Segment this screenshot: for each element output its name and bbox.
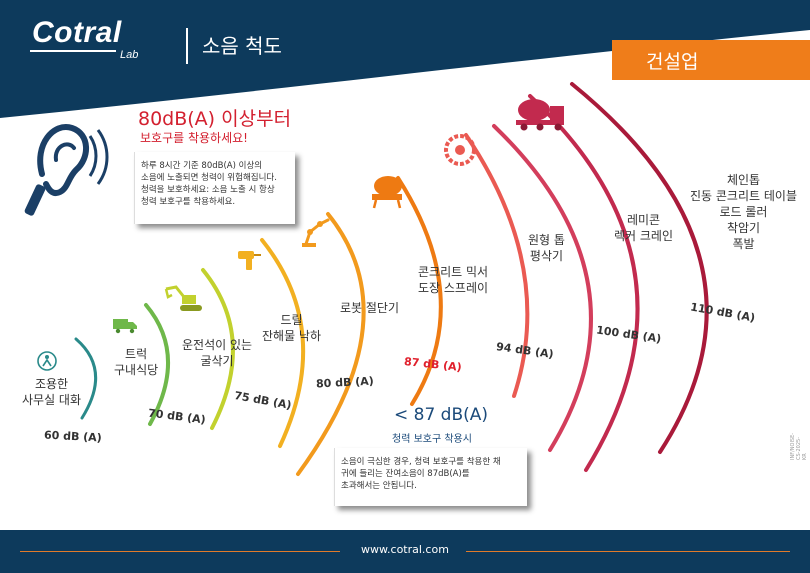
drill-icon <box>238 251 261 270</box>
header: Cotral Lab 소음 척도 <box>0 0 810 90</box>
document-code: INF/NOISE-CS-2025-KR <box>790 432 808 460</box>
level-110-line-3: 로드 롤러 <box>719 205 768 219</box>
level-label-80: 드릴 잔해물 낙하 <box>262 312 321 344</box>
level-75-line-1: 운전석이 있는 <box>182 338 253 352</box>
page-title: 소음 척도 <box>202 34 282 58</box>
level-110-line-1: 체인톱 <box>726 173 761 187</box>
level-75-line-2: 굴삭기 <box>200 354 234 368</box>
level-110-line-5: 폭발 <box>732 237 755 251</box>
level-70-line-2: 구내식당 <box>114 363 159 377</box>
footer: www.cotral.com <box>0 530 810 573</box>
arc-94 <box>464 133 530 398</box>
level-70-line-1: 트럭 <box>125 347 148 361</box>
level-100-line-1: 레미콘 <box>626 213 661 227</box>
arc-87 <box>396 176 443 406</box>
protection-info-box: 소음이 극심한 경우, 청력 보호구를 착용한 채 귀에 들리는 잔여소음이 8… <box>334 448 527 506</box>
brand-logo-sub: Lab <box>120 49 139 61</box>
level-label-87: 콘크리트 믹서 도장 스프레이 <box>418 264 488 296</box>
level-label-robot: 로봇 절단기 <box>340 300 399 316</box>
warning-info-box: 하루 8시간 기준 80dB(A) 이상의 소음에 노출되면 청력이 위험해집니… <box>134 152 295 224</box>
protection-title: < 87 dB(A) <box>394 405 489 425</box>
level-87-line-1: 콘크리트 믹서 <box>418 265 489 279</box>
level-label-70: 트럭 구내식당 <box>114 346 158 378</box>
level-94-line-2: 평삭기 <box>529 249 564 263</box>
warning-title: 80dB(A) 이상부터 <box>138 108 292 130</box>
ear-icon <box>24 124 109 216</box>
level-100-line-2: 렉커 크레인 <box>614 229 674 243</box>
arc-60 <box>74 337 97 420</box>
arc-75 <box>201 268 235 430</box>
category-badge: 건설업 <box>612 40 810 80</box>
office-conversation-icon <box>37 351 57 371</box>
protection-body-2: 귀에 들리는 잔여소음이 87dB(A)를 <box>341 469 470 479</box>
protection-body-1: 소음이 극심한 경우, 청력 보호구를 착용한 채 <box>341 457 501 467</box>
level-label-75: 운전석이 있는 굴삭기 <box>182 337 252 369</box>
footer-line-left <box>20 551 340 552</box>
warning-body-4: 청력 보호구를 착용하세요. <box>141 197 236 207</box>
level-87-line-2: 도장 스프레이 <box>418 281 489 295</box>
footer-url-link[interactable]: www.cotral.com <box>361 543 449 556</box>
level-110-line-2: 진동 콘크리트 테이블 <box>690 189 797 203</box>
level-label-110: 체인톱 진동 콘크리트 테이블 로드 롤러 착암기 폭발 <box>690 172 797 252</box>
header-divider <box>186 28 188 64</box>
mixer-truck-icon <box>516 99 564 131</box>
arc-105 <box>528 94 640 472</box>
arc-100 <box>492 124 593 452</box>
circular-saw-icon <box>444 134 476 166</box>
robot-cutter-icon <box>302 218 330 247</box>
warning-body-2: 소음에 노출되면 청력이 위험해집니다. <box>141 173 277 183</box>
level-label-100: 레미콘 렉커 크레인 <box>614 212 673 244</box>
level-robot-line-1: 로봇 절단기 <box>340 301 400 315</box>
level-label-94: 원형 톱 평삭기 <box>528 232 565 264</box>
truck-icon <box>113 319 137 334</box>
arc-80 <box>260 238 306 448</box>
arc-82 <box>296 212 366 476</box>
protection-subtitle: 청력 보호구 착용시 <box>392 434 472 445</box>
excavator-icon <box>164 285 202 311</box>
header-band <box>0 0 810 118</box>
protection-body-3: 초과해서는 안됩니다. <box>341 481 417 491</box>
warning-subtitle: 보호구를 착용하세요! <box>140 131 248 145</box>
concrete-mixer-icon <box>372 176 402 209</box>
warning-body-1: 하루 8시간 기준 80dB(A) 이상의 <box>141 161 263 171</box>
level-80-line-2: 잔해물 낙하 <box>262 329 322 343</box>
logo-underline <box>30 50 116 52</box>
arc-110 <box>570 82 709 454</box>
footer-line-right <box>466 551 790 552</box>
brand-logo: Cotral <box>32 16 122 49</box>
level-label-60: 조용한 사무실 대화 <box>22 376 81 408</box>
arc-70 <box>144 303 170 426</box>
warning-body-3: 청력을 보호하세요: 소음 노출 시 항상 <box>141 185 275 195</box>
level-60-line-2: 사무실 대화 <box>22 393 82 407</box>
level-80-line-1: 드릴 <box>280 313 303 327</box>
level-60-line-1: 조용한 <box>34 377 69 391</box>
category-badge-label: 건설업 <box>646 51 699 73</box>
level-110-line-4: 착암기 <box>726 221 761 235</box>
level-94-line-1: 원형 톱 <box>528 233 565 247</box>
